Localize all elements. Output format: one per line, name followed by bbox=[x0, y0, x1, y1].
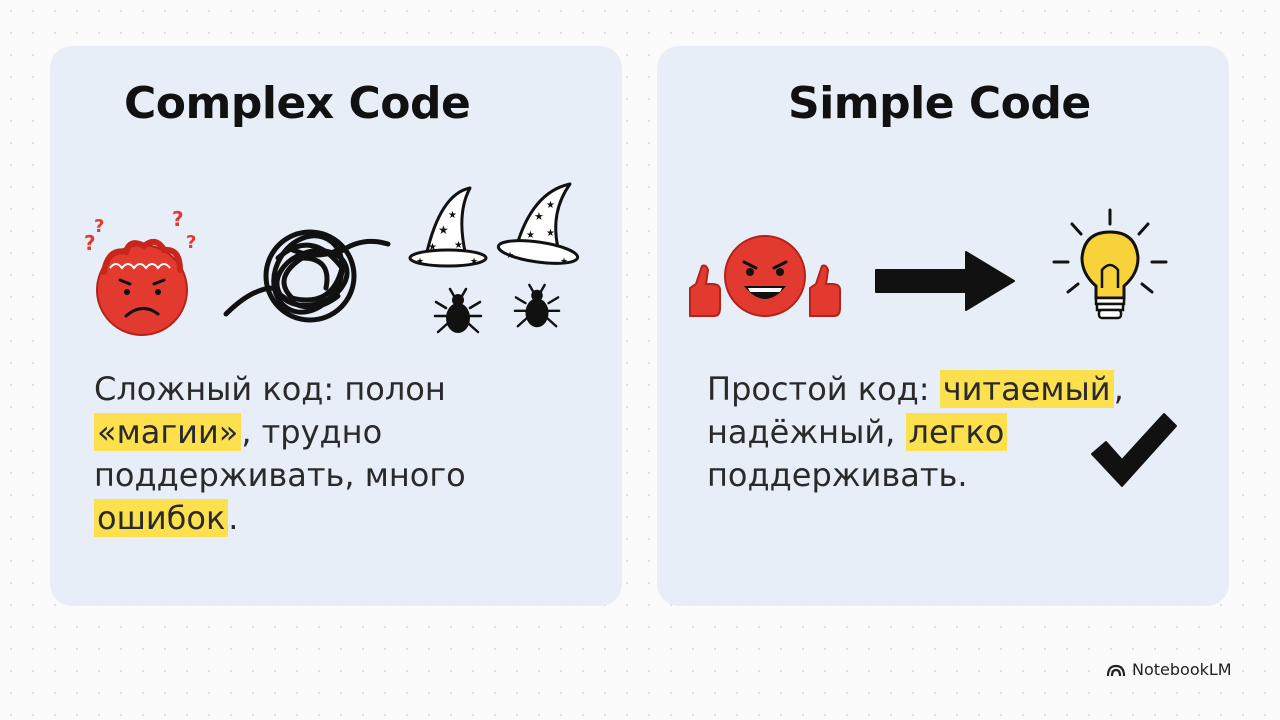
svg-text:?: ? bbox=[84, 231, 96, 255]
svg-text:★: ★ bbox=[506, 250, 514, 260]
simple-code-description: Простой код: читаемый, надёжный, легко п… bbox=[707, 370, 1124, 494]
simple-code-title: Simple Code bbox=[788, 78, 1091, 129]
svg-text:?: ? bbox=[186, 232, 196, 253]
svg-text:★: ★ bbox=[546, 200, 555, 211]
svg-text:★: ★ bbox=[428, 242, 437, 253]
brand-name: NotebookLM bbox=[1132, 660, 1232, 679]
svg-text:?: ? bbox=[94, 216, 104, 237]
svg-text:★: ★ bbox=[470, 256, 478, 266]
svg-text:★: ★ bbox=[448, 210, 457, 221]
svg-text:?: ? bbox=[172, 208, 184, 231]
svg-text:★: ★ bbox=[454, 240, 463, 251]
confused-face-icon: ? ? ? ? bbox=[84, 208, 196, 336]
tangled-yarn-icon bbox=[223, 229, 391, 323]
arrow-right-icon bbox=[875, 251, 1015, 311]
svg-text:★: ★ bbox=[546, 228, 555, 239]
highlight-magic: «магии» bbox=[94, 413, 242, 451]
highlight-easy: легко bbox=[905, 413, 1008, 451]
checkmark-icon bbox=[1091, 413, 1177, 487]
wizard-hat-icon: ★ ★ ★ ★ ★ ★ bbox=[408, 186, 488, 268]
complex-code-title: Complex Code bbox=[124, 78, 471, 129]
highlight-errors: ошибок bbox=[94, 499, 229, 537]
svg-text:★: ★ bbox=[534, 211, 544, 223]
thumbs-up-smiley-icon bbox=[689, 235, 841, 317]
bug-icon bbox=[513, 283, 561, 328]
highlight-readable: читаемый bbox=[939, 370, 1114, 408]
lightbulb-icon bbox=[1052, 208, 1168, 320]
simple-code-card bbox=[657, 46, 1229, 606]
notebooklm-icon bbox=[1106, 664, 1126, 676]
svg-text:★: ★ bbox=[526, 230, 535, 241]
wizard-hat-icon: ★ ★ ★ ★ ★ ★ bbox=[496, 182, 580, 266]
svg-text:★: ★ bbox=[416, 256, 424, 266]
complex-code-description: Сложный код: полон «магии», трудно подде… bbox=[94, 370, 466, 537]
svg-text:★: ★ bbox=[438, 223, 449, 237]
svg-text:★: ★ bbox=[560, 256, 568, 266]
bug-icon bbox=[433, 287, 483, 334]
notebooklm-logo: NotebookLM bbox=[1106, 660, 1232, 679]
